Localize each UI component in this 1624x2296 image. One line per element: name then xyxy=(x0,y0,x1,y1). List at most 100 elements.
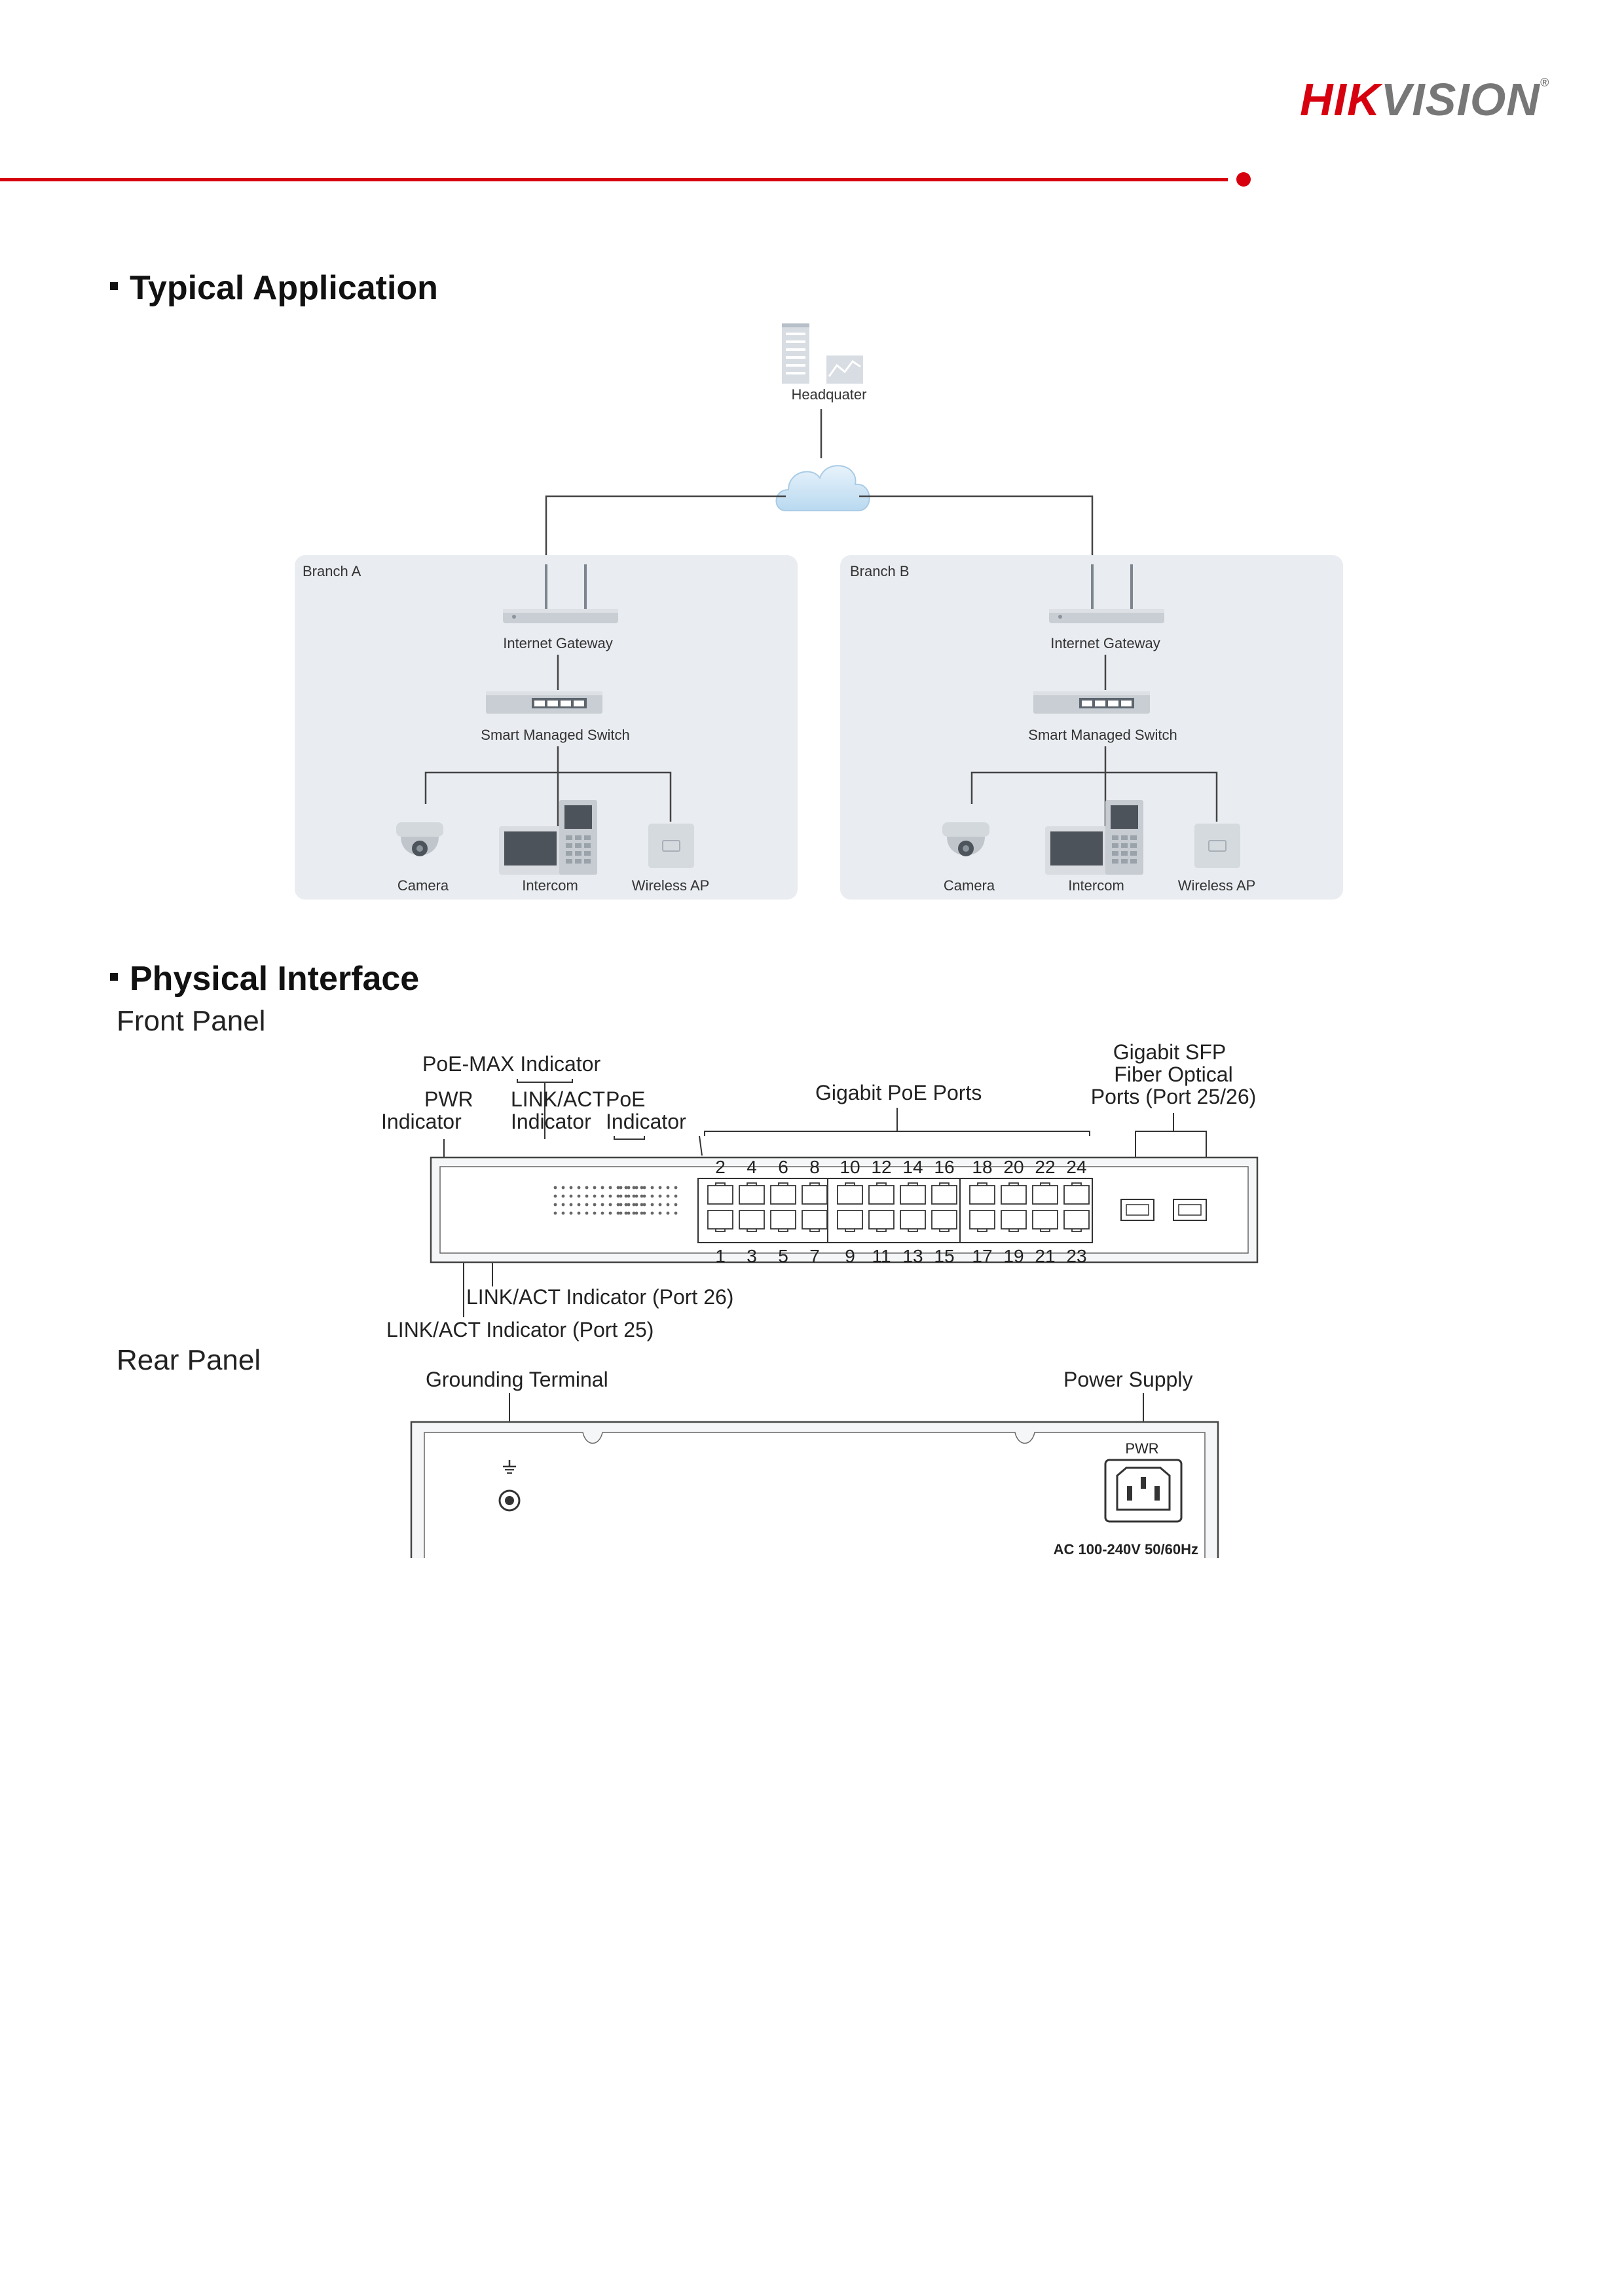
rj45-port xyxy=(707,1182,733,1205)
branch-b-intercom-label: Intercom xyxy=(1068,877,1124,894)
port-number-top: 10 xyxy=(840,1157,860,1177)
led-dot xyxy=(619,1211,623,1215)
led-dot xyxy=(666,1194,670,1198)
led-dot xyxy=(593,1203,597,1207)
led-dot xyxy=(616,1211,620,1215)
rj45-port xyxy=(1032,1210,1058,1232)
typical-application-title: Typical Application xyxy=(130,269,438,307)
led-dot xyxy=(635,1186,638,1190)
led-dot xyxy=(658,1211,662,1215)
led-dot xyxy=(616,1203,620,1207)
rj45-port xyxy=(1001,1182,1027,1205)
branch-b-camera-label: Camera xyxy=(944,877,995,894)
rj45-port xyxy=(1032,1182,1058,1205)
led-dot xyxy=(674,1186,678,1190)
led-dot xyxy=(640,1211,644,1215)
led-dot xyxy=(642,1194,646,1198)
rj45-port xyxy=(770,1210,796,1232)
led-dot xyxy=(642,1211,646,1215)
led-dot xyxy=(553,1186,557,1190)
port-number-bottom: 5 xyxy=(778,1246,788,1266)
poe-callout-line2: Indicator xyxy=(606,1110,686,1133)
led-dot xyxy=(627,1211,631,1215)
led-dot xyxy=(577,1211,581,1215)
led-dot xyxy=(632,1211,636,1215)
rj45-port xyxy=(802,1182,828,1205)
linkact-callout-line2: Indicator xyxy=(511,1110,591,1133)
linkact-callout-line1: LINK/ACT xyxy=(511,1087,605,1111)
led-dot xyxy=(627,1203,631,1207)
led-dot xyxy=(593,1186,597,1190)
grounding-terminal-callout: Grounding Terminal xyxy=(426,1368,608,1391)
sfp-port-25 xyxy=(1120,1199,1154,1221)
rj45-port xyxy=(868,1210,895,1232)
led-dot xyxy=(642,1203,646,1207)
typical-application-heading: Typical Application xyxy=(110,268,438,308)
port-number-top: 22 xyxy=(1035,1157,1055,1177)
led-dot xyxy=(650,1203,654,1207)
bullet-icon xyxy=(110,973,118,981)
port-number-top: 16 xyxy=(934,1157,954,1177)
rj45-port xyxy=(707,1210,733,1232)
port-number-top: 18 xyxy=(972,1157,992,1177)
branch-b-switch-icon xyxy=(1033,691,1150,714)
logo-text-red: HIK xyxy=(1300,74,1381,125)
led-dot xyxy=(632,1203,636,1207)
branch-b-wireless-ap-icon xyxy=(1194,824,1240,868)
led-dot xyxy=(561,1211,565,1215)
rear-panel-diagram: Grounding Terminal Power Supply PWR AC 1… xyxy=(410,1368,1219,1558)
led-dot xyxy=(561,1203,565,1207)
led-dot xyxy=(640,1203,644,1207)
port-number-top: 4 xyxy=(747,1157,757,1177)
branch-a-label: Branch A xyxy=(303,563,361,579)
led-dot xyxy=(619,1186,623,1190)
led-dot xyxy=(593,1194,597,1198)
rj45-port xyxy=(1063,1210,1090,1232)
physical-interface-heading: Physical Interface xyxy=(110,959,419,998)
branch-a-gateway-label: Internet Gateway xyxy=(503,635,613,651)
port-number-top: 6 xyxy=(778,1157,788,1177)
rj45-port xyxy=(969,1182,995,1205)
led-dot xyxy=(674,1203,678,1207)
led-dot xyxy=(561,1186,565,1190)
internet-cloud-icon xyxy=(775,465,870,511)
typical-application-diagram: Headquater Branch A Internet Gateway Sma… xyxy=(295,323,1343,900)
led-dot xyxy=(600,1186,604,1190)
led-dot xyxy=(658,1203,662,1207)
led-dot xyxy=(627,1194,631,1198)
led-dot xyxy=(640,1194,644,1198)
ethernet-port-grid xyxy=(707,1182,1090,1232)
port25-callout: LINK/ACT Indicator (Port 25) xyxy=(386,1318,654,1341)
led-dot xyxy=(624,1194,628,1198)
led-dot xyxy=(650,1211,654,1215)
branch-b-switch-label: Smart Managed Switch xyxy=(1028,727,1177,743)
branch-a-switch-icon xyxy=(486,691,602,714)
sfp-port-26 xyxy=(1173,1199,1207,1221)
led-dot xyxy=(585,1186,589,1190)
header-divider-dot xyxy=(1236,172,1251,187)
headquarter-building-icon xyxy=(782,323,863,384)
led-dot xyxy=(600,1211,604,1215)
rj45-port xyxy=(837,1182,863,1205)
led-dot xyxy=(666,1203,670,1207)
branch-b-label: Branch B xyxy=(850,563,910,579)
port-number-bottom: 11 xyxy=(872,1246,891,1266)
rj45-port xyxy=(739,1182,765,1205)
led-dot xyxy=(608,1211,612,1215)
rear-panel-title: Rear Panel xyxy=(117,1344,261,1376)
led-dot xyxy=(658,1194,662,1198)
port-number-bottom: 15 xyxy=(934,1246,954,1266)
power-rating-label: AC 100-240V 50/60Hz xyxy=(1054,1541,1198,1558)
port-number-top: 8 xyxy=(809,1157,820,1177)
logo-text-grey: VISION xyxy=(1380,74,1540,125)
sfp-callout-line2: Fiber Optical xyxy=(1114,1063,1232,1086)
header-divider xyxy=(0,178,1228,181)
led-dot xyxy=(585,1211,589,1215)
sfp-callout-line3: Ports (Port 25/26) xyxy=(1091,1085,1257,1108)
led-dot xyxy=(608,1203,612,1207)
branch-a-intercom-label: Intercom xyxy=(522,877,578,894)
led-dot xyxy=(666,1186,670,1190)
led-dot xyxy=(658,1186,662,1190)
branch-a-camera-icon xyxy=(396,822,443,856)
headquarter-label: Headquater xyxy=(792,386,867,403)
